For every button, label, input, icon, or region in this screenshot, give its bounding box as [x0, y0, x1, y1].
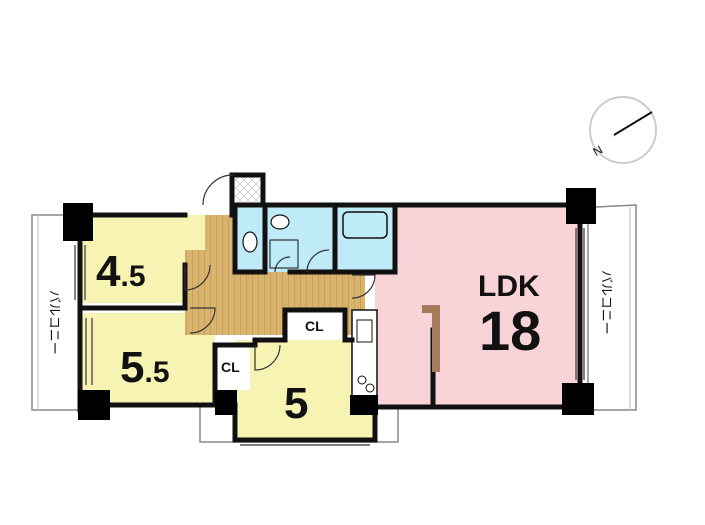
column-e-s	[350, 395, 378, 415]
balcony-east-label: バルコニー	[598, 270, 613, 335]
ldk-floor	[375, 207, 580, 407]
entrance-floor	[235, 175, 263, 205]
balcony-west	[31, 214, 82, 411]
stove-icon	[357, 375, 375, 393]
column-nw	[63, 203, 93, 241]
columns	[63, 188, 596, 420]
windows	[74, 228, 585, 446]
closet-corridor-floor	[285, 310, 345, 340]
ldk-partition	[422, 305, 440, 372]
toilet-icon	[242, 231, 258, 253]
washroom-floor	[265, 205, 335, 272]
compass: N	[589, 96, 657, 164]
column-s	[215, 390, 237, 415]
balcony-west-label: バルコニー	[46, 290, 61, 355]
closet-bedroom-label: CL	[221, 359, 240, 375]
bedroom-south-size: 5	[284, 379, 308, 428]
sink-icon	[356, 319, 373, 343]
column-sw	[78, 390, 110, 420]
bathtub	[342, 211, 388, 239]
pantry-floor	[185, 215, 205, 250]
column-ne	[566, 188, 596, 224]
closet-corridor-label: CL	[305, 318, 324, 334]
closet-bedroom-floor	[215, 345, 250, 390]
bedroom-west-lower-size-decimal: .5	[144, 356, 169, 389]
bedroom-west-lower-size: 5.5	[120, 343, 170, 392]
ldk-label: LDK	[478, 270, 540, 303]
ldk-size: 18	[479, 299, 541, 362]
bedroom-west-upper-floor	[80, 215, 185, 303]
column-se	[562, 383, 594, 415]
wash-basin-icon	[270, 214, 290, 230]
bedroom-west-upper-size-decimal: .5	[120, 260, 145, 293]
fixtures	[242, 211, 388, 393]
laundry-pan	[269, 239, 299, 269]
bedroom-west-upper-size: 4.5	[96, 247, 146, 296]
doors	[184, 174, 376, 371]
